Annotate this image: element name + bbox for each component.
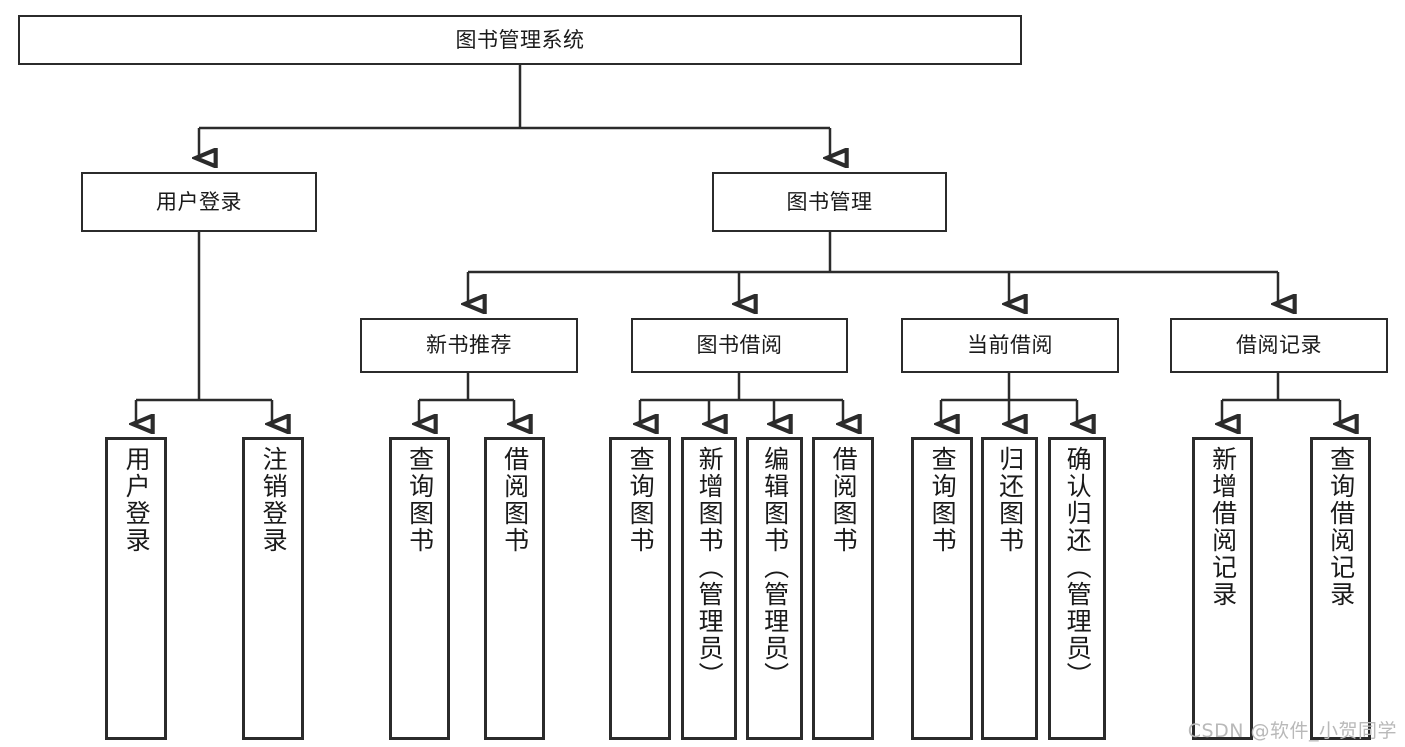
node-label: 查询借阅记录 <box>1326 446 1356 608</box>
node-book-borrowing[interactable]: 图书借阅 <box>631 318 848 373</box>
leaf-node-return-books[interactable]: 归还图书 <box>981 437 1038 740</box>
node-label: 借阅图书 <box>829 446 859 554</box>
leaf-node-user-login[interactable]: 用户登录 <box>105 437 167 740</box>
node-label: 查询图书 <box>626 446 656 554</box>
node-label: 归还图书 <box>995 446 1025 554</box>
node-label: 图书管理系统 <box>455 27 585 52</box>
leaf-node-borrow-books-newbook[interactable]: 借阅图书 <box>484 437 545 740</box>
leaf-node-query-books-current[interactable]: 查询图书 <box>911 437 973 740</box>
node-root-book-management-system[interactable]: 图书管理系统 <box>18 15 1022 65</box>
leaf-node-borrow-books[interactable]: 借阅图书 <box>812 437 874 740</box>
leaf-node-query-borrow-record[interactable]: 查询借阅记录 <box>1310 437 1371 740</box>
node-label: 新书推荐 <box>426 333 512 358</box>
leaf-node-query-books-borrow[interactable]: 查询图书 <box>609 437 671 740</box>
node-label: 图书借阅 <box>696 333 783 358</box>
node-label: 确认归还（管理员） <box>1063 446 1093 689</box>
leaf-node-logout[interactable]: 注销登录 <box>242 437 304 740</box>
node-current-borrowing[interactable]: 当前借阅 <box>901 318 1119 373</box>
node-label: 图书管理 <box>786 189 873 214</box>
node-label: 新增图书（管理员） <box>695 446 725 689</box>
leaf-node-confirm-return-admin[interactable]: 确认归还（管理员） <box>1048 437 1106 740</box>
node-label: 用户登录 <box>122 446 152 554</box>
node-label: 用户登录 <box>156 189 242 214</box>
watermark-text: CSDN @软件_小贺同学 <box>1187 720 1397 742</box>
node-label: 查询图书 <box>928 446 958 554</box>
node-label: 编辑图书（管理员） <box>760 446 790 689</box>
node-book-management[interactable]: 图书管理 <box>712 172 947 232</box>
node-user-login[interactable]: 用户登录 <box>81 172 317 232</box>
node-label: 新增借阅记录 <box>1208 446 1238 608</box>
node-label: 借阅图书 <box>500 446 530 554</box>
node-borrowing-records[interactable]: 借阅记录 <box>1170 318 1388 373</box>
node-new-book-recommendation[interactable]: 新书推荐 <box>360 318 578 373</box>
leaf-node-add-borrow-record[interactable]: 新增借阅记录 <box>1192 437 1253 740</box>
node-label: 注销登录 <box>259 446 289 554</box>
node-label: 借阅记录 <box>1236 333 1322 358</box>
leaf-node-edit-book-admin[interactable]: 编辑图书（管理员） <box>746 437 803 740</box>
leaf-node-add-book-admin[interactable]: 新增图书（管理员） <box>681 437 737 740</box>
leaf-node-query-books-newbook[interactable]: 查询图书 <box>389 437 450 740</box>
node-label: 查询图书 <box>405 446 435 554</box>
node-label: 当前借阅 <box>967 333 1053 358</box>
